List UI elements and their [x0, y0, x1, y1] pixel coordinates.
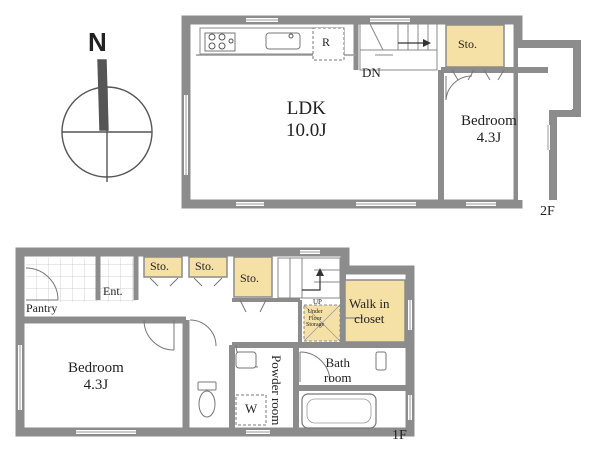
storage-1f-1-label: Sto.: [150, 259, 170, 273]
wall-1f: [15, 247, 415, 437]
bedroom-1f-size: 4.3J: [83, 377, 109, 394]
window-lines-2f: [185, 19, 549, 205]
bedroom-2f-size: 4.3J: [476, 130, 502, 147]
ldk-label: LDK 10.0J: [286, 98, 327, 142]
storage-2f-label: Sto.: [458, 37, 478, 51]
extension-floor: [518, 48, 572, 110]
walk-in-closet: [344, 279, 406, 343]
second-floor: [181, 15, 581, 209]
underfloor-storage-label: Under Floor Storage: [306, 309, 325, 329]
storage-1f-2: [188, 256, 228, 278]
floor-2f-label: 2F: [540, 204, 555, 219]
sink-icon: [265, 32, 301, 50]
powder-room-label: Powder room: [268, 355, 284, 426]
wall-2f-extension: [518, 40, 581, 200]
storage-1f-2-label: Sto.: [195, 259, 215, 273]
bedroom-2f-name: Bedroom: [461, 113, 517, 129]
stairs-1f: [277, 257, 341, 299]
bedroom-1f-label: Bedroom 4.3J: [68, 360, 124, 395]
refrigerator-space: [312, 27, 345, 61]
pantry-label: Pantry: [26, 301, 58, 315]
north-arrow-icon: [97, 59, 109, 131]
floor-1f-label: 1F: [392, 428, 407, 443]
toilet-icon: [197, 381, 217, 418]
storage-1f-3: [233, 256, 273, 298]
storage-1f-3-label: Sto.: [240, 271, 260, 285]
bathroom-label: Bath room: [324, 355, 352, 385]
window-lines-1f: [19, 251, 411, 433]
entrance-label: Ent.: [103, 284, 123, 298]
compass: [61, 59, 153, 182]
tile-floor-entrance: [26, 258, 136, 302]
ldk-name: LDK: [286, 98, 326, 119]
bedroom-door-2f: [445, 75, 473, 101]
stairs-down-label: DN: [362, 65, 381, 80]
storage-2f: [445, 24, 505, 68]
washer-label: W: [245, 401, 258, 416]
storage-1f-1: [143, 256, 183, 278]
refrigerator-label: R: [322, 35, 331, 49]
walk-in-closet-label: Walk in closet: [349, 296, 390, 326]
stove-icon: [204, 32, 236, 52]
stairs-2f: [359, 23, 438, 71]
bedroom-2f-label: Bedroom 4.3J: [461, 113, 517, 148]
compass-north-label: N: [88, 27, 107, 57]
ldk-size: 10.0J: [286, 119, 327, 141]
washer-space: [235, 394, 267, 426]
stairs-arrow-icon: [423, 39, 431, 47]
shower-icon: [375, 351, 387, 371]
bedroom-1f-name: Bedroom: [68, 360, 124, 376]
powder-sink-icon: [235, 351, 257, 369]
closet-doors-2f: [451, 69, 505, 81]
first-floor: [15, 247, 415, 437]
stairs-up-arrow-icon: [316, 268, 324, 276]
stairs-up-label: UP: [313, 298, 322, 306]
